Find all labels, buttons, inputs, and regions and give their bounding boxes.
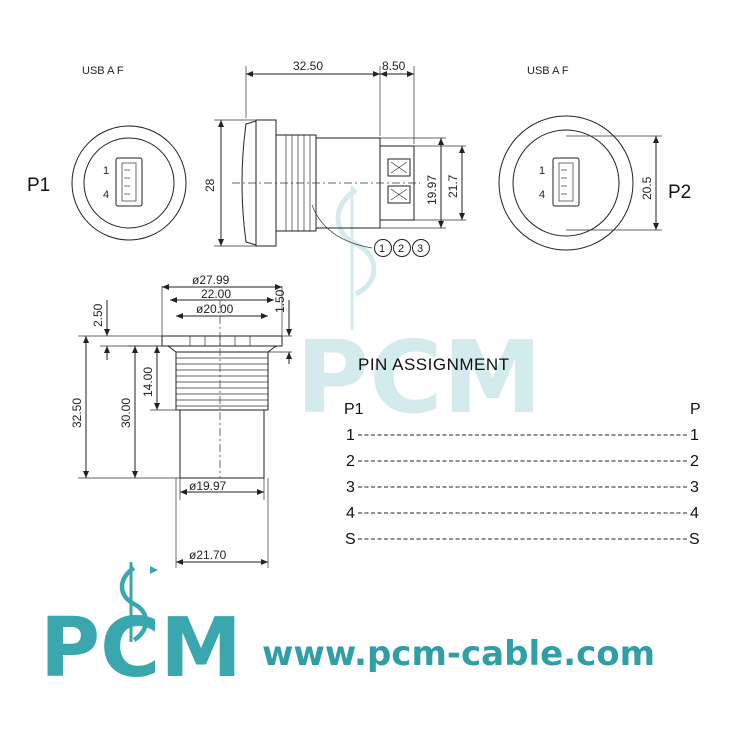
section-view [161,300,283,479]
pin-row-4-right: 4 [690,505,699,522]
dim-dia-flange: ø27.99 [192,273,230,287]
pin-assignment-title: PIN ASSIGNMENT [358,355,510,374]
dim-body-len: 30.00 [119,398,133,428]
p1-front-view: 1 4 [71,125,187,241]
pin-row: 2 2 [346,453,699,470]
pin-row: 3 3 [346,479,699,496]
section-length-dimensions: 2.50 1.50 32.50 30.00 14.00 [70,289,292,479]
section-diameter-dimensions: ø27.99 22.00 ø20.00 ø19.97 ø21.70 [161,273,283,568]
callout-2: 2 [398,243,404,255]
left-connector-type: USB A F [82,65,124,77]
p1-pin-1-label: 1 [103,165,109,177]
dim-height-flange: 28 [203,178,217,192]
p1-label: P1 [27,175,50,196]
pin-row-3-left: 3 [346,479,355,496]
pin-header-left: P1 [344,401,364,418]
pin-row-3-right: 3 [690,479,699,496]
pin-row-1-right: 1 [690,427,699,444]
p2-label: P2 [668,182,691,203]
pin-row: 4 4 [346,505,699,522]
flange-height-dimension: 28 [203,119,256,247]
pin-callouts: 1 2 3 [311,204,430,257]
p2-pin-4-label: 4 [539,189,545,201]
p1-pin-4-label: 4 [103,189,109,201]
dim-p2-height: 20.5 [640,176,654,200]
tail-height-dimensions: 19.97 21.7 [380,137,466,229]
watermark-text: PCM [296,319,542,436]
brand-url[interactable]: www.pcm-cable.com [262,634,655,674]
callout-3: 3 [417,243,423,255]
pin-row: 1 1 [346,427,699,444]
pin-row-2-left: 2 [346,453,355,470]
dim-flange-thk: 2.50 [91,303,105,327]
pin-row-1-left: 1 [346,427,355,444]
dim-length-tail: 8.50 [382,59,406,73]
dim-height-inner: 19.97 [425,175,439,205]
side-length-dimensions: 32.50 8.50 [245,59,415,144]
dim-thread-len: 14.00 [141,367,155,397]
dim-dia-20: ø20.00 [196,302,234,316]
callout-1: 1 [379,243,385,255]
watermark-logo: PCM [296,186,542,436]
side-view [232,119,420,247]
pin-row-2-right: 2 [690,453,699,470]
dim-dia-body: ø19.97 [189,479,227,493]
dim-dia-22: 22.00 [201,287,231,301]
pin-row-4-left: 4 [346,505,355,522]
brand-logo-text: PCM [40,601,242,696]
pin-row-s-right: S [689,531,700,548]
right-connector-type: USB A F [527,65,569,77]
pin-row: S S [345,531,700,548]
p2-front-view: 1 4 20.5 [498,115,662,251]
pin-header-right: P [690,401,701,418]
pin-assignment-table: PIN ASSIGNMENT P1 P 1 1 2 2 3 3 4 4 S S [344,355,701,548]
dim-dia-outer: ø21.70 [189,548,227,562]
p2-pin-1-label: 1 [539,165,545,177]
dim-height-outer: 21.7 [446,174,460,198]
dim-nut-thk: 1.50 [273,289,287,313]
dim-total-len: 32.50 [70,398,84,428]
brand-logo: PCM [40,562,242,696]
pin-row-s-left: S [345,531,356,548]
dim-length-main: 32.50 [293,59,323,73]
